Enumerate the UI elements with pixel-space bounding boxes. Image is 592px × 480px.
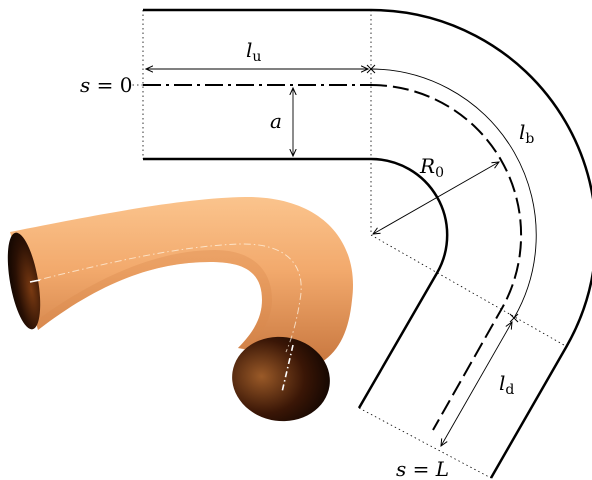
ld-dimension-line — [441, 322, 512, 446]
label-lu: lu — [246, 38, 261, 65]
outer-wall — [143, 8, 592, 479]
label-ld: ld — [499, 371, 514, 398]
pipe-3d-centerline-left — [29, 279, 41, 283]
pipe-3d-centerline — [29, 243, 302, 353]
centerline-bend — [370, 84, 523, 431]
pipe-3d-shade — [38, 250, 272, 350]
r0-radius-line — [373, 162, 499, 234]
lb-measure-arc — [370, 68, 537, 319]
pipe-3d-illustration — [7, 196, 354, 422]
label-a: a — [270, 109, 282, 133]
pipe-3d-bottom-opening — [232, 336, 330, 422]
lu-tick — [366, 64, 376, 74]
pipe-3d-body — [10, 196, 354, 362]
pipe-2d-schematic — [131, 8, 592, 479]
label-s-equals-L: s = L — [396, 457, 449, 480]
label-r0: R0 — [419, 154, 444, 181]
pipe-3d-left-opening — [7, 232, 41, 330]
ld-tick — [509, 313, 519, 323]
construction-lines — [131, 10, 567, 479]
label-s-equals-0: s = 0 — [80, 73, 132, 97]
label-lb: lb — [519, 120, 534, 147]
